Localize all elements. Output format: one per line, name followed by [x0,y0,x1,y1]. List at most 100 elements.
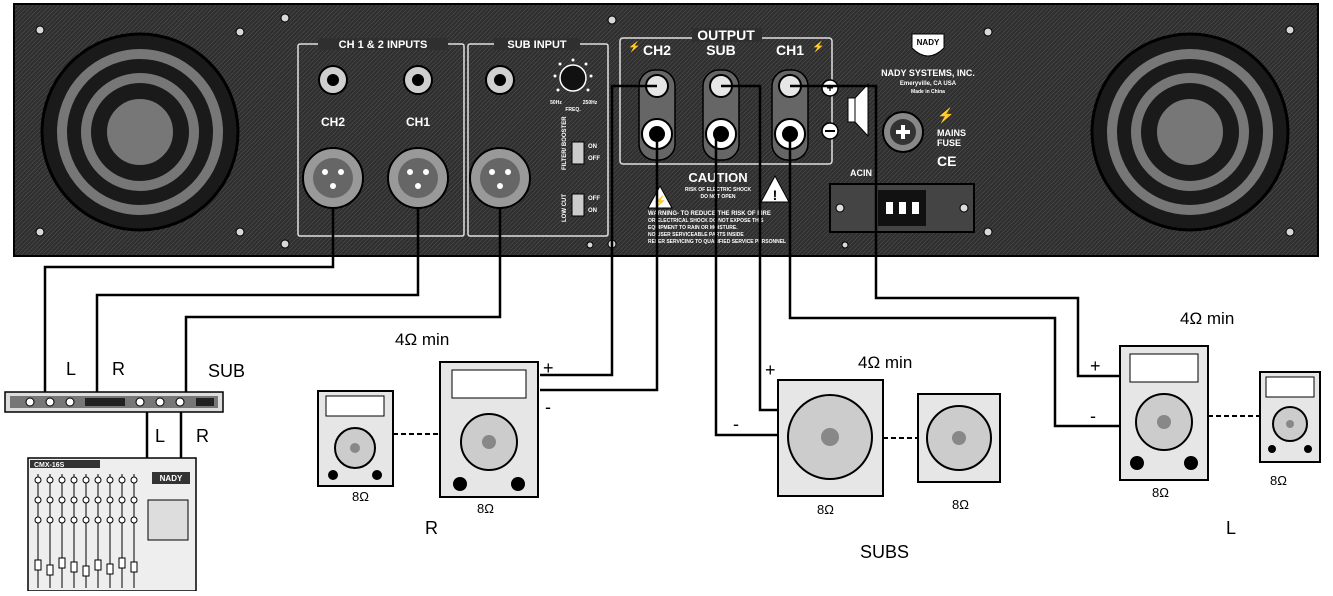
filter-on-label: ON [588,144,597,150]
processor-unit [4,391,224,413]
mains-bolt-icon: ⚡ [937,107,954,124]
svg-text:!: ! [773,187,778,203]
warning-line-4: NO USER SERVICEABLE PARTS INSIDE [648,232,744,238]
cable-ch2-to-processor-l [43,208,335,393]
inputs-title: CH 1 & 2 INPUTS [339,39,428,51]
bolt-icon-2: ⚡ [812,40,824,53]
ch1-input-label: CH1 [406,115,430,129]
brand-area: NADY NADY SYSTEMS, INC. Emeryville, CA U… [829,33,975,233]
caution-title: CAUTION [688,170,747,185]
ch12-inputs-section: CH 1 & 2 INPUTS CH2 CH1 [297,38,465,237]
sub-minus-label: - [733,414,739,434]
cable-sub-negative [714,132,778,437]
low-cut-on-label: ON [588,208,597,214]
right-min-label: 4Ω min [395,330,449,349]
freq-knob-icon[interactable] [553,58,593,92]
filter-switch[interactable] [571,141,585,165]
speaker-symbol-icon [847,82,869,138]
processor-label-r: R [112,359,125,379]
left-main-speaker-icon [1119,345,1209,481]
amplifier-rear-panel: CH 1 & 2 INPUTS CH2 CH1 [13,3,1319,257]
right-speaker-group: 4Ω min 8Ω 8Ω + - R [317,330,554,538]
bolt-icon: ⚡ [628,40,640,53]
right-side-label: R [425,518,438,538]
left-speaker-group: 4Ω min 8Ω 8Ω + - L [1090,309,1321,538]
caution-line-1: RISK OF ELECTRIC SHOCK [685,187,752,193]
sub-binding-post-icon[interactable] [702,69,740,161]
brand-name: NADY SYSTEMS, INC. [881,68,975,78]
mixer-label-l: L [155,426,165,446]
input-cables [43,208,502,458]
svg-text:+: + [826,81,833,95]
mixer-unit: CMX-16S NADY [27,457,197,592]
warning-triangle-icon [647,184,673,209]
ch2-xlr-icon[interactable] [302,147,364,209]
freq-high-label: 250Hz [583,100,598,106]
sub-extra-speaker-icon [917,393,1001,483]
mixer-model: CMX-16S [34,462,65,469]
output-ch1-label: CH1 [776,42,804,58]
warning-line-3: EQUIPMENT TO RAIN OR MOISTURE. [648,225,738,231]
sub-main-ohm: 8Ω [817,502,834,517]
ch2-input-label: CH2 [321,115,345,129]
right-fan-grille-icon [1090,32,1290,232]
caution-warning-block: ⚡ ! CAUTION RISK OF ELECTRIC SHOCK DO NO… [647,170,790,245]
sub-xlr-icon[interactable] [469,147,531,209]
left-side-label: L [1226,518,1236,538]
sub-side-label: SUBS [860,542,909,562]
output-title: OUTPUT [697,27,755,43]
cable-sub-to-processor-sub [184,208,502,393]
low-cut-switch[interactable] [571,193,585,217]
right-extra-speaker-icon [317,390,394,487]
brand-city: Emeryville, CA USA [900,81,957,87]
mounting-screws [35,13,1295,249]
sub-input-title: SUB INPUT [507,39,567,51]
left-fan-grille-icon [40,32,240,232]
cable-ch2-negative [540,134,659,392]
left-min-label: 4Ω min [1180,309,1234,328]
freq-low-label: 50Hz [550,100,562,106]
left-main-ohm: 8Ω [1152,485,1169,500]
warning-line-1: WARNING- TO REDUCE THE RISK OF FIRE [648,211,771,217]
positive-terminal-icon: + [821,79,839,97]
sub-min-label: 4Ω min [858,353,912,372]
mixer-channel-strips [34,474,189,588]
exclamation-triangle-icon [760,174,790,203]
right-main-ohm: 8Ω [477,501,494,516]
filter-label: FILTER/ BOOSTER [562,116,568,170]
nady-logo-icon [911,33,945,57]
fuse-label: FUSE [937,138,961,148]
fuse-holder-icon[interactable] [882,111,924,153]
acin-label: ACIN [850,168,872,178]
warning-line-2: OR ELECTRICAL SHOCK DO NOT EXPOSE THIS [648,218,764,224]
freq-label: FREQ. [565,107,581,113]
mixer-label-r: R [196,426,209,446]
ch1-xlr-icon[interactable] [387,147,449,209]
left-minus-label: - [1090,406,1096,426]
filter-off-label: OFF [588,156,600,162]
caution-line-2: DO NOT OPEN [700,194,735,200]
cable-ch2-positive [540,84,657,377]
mixer-logo: NADY [160,474,183,483]
brand-logo-text: NADY [917,38,940,47]
left-extra-ohm: 8Ω [1270,473,1287,488]
left-plus-label: + [1090,356,1101,376]
low-cut-label: LOW CUT [562,194,568,222]
right-minus-label: - [545,397,551,417]
sub-jack-icon[interactable] [485,65,515,95]
ch1-jack-icon[interactable] [403,65,433,95]
negative-terminal-icon [821,122,839,140]
output-ch2-label: CH2 [643,42,671,58]
ce-mark: CE [937,153,956,169]
low-cut-off-label: OFF [588,196,600,202]
sub-main-speaker-icon [777,379,884,497]
cable-ch1-to-processor-r [95,208,420,393]
ch2-jack-icon[interactable] [318,65,348,95]
mains-label: MAINS [937,128,966,138]
sub-extra-ohm: 8Ω [952,497,969,512]
right-extra-ohm: 8Ω [352,489,369,504]
ac-inlet-icon[interactable] [829,183,975,233]
output-sub-label: SUB [706,42,736,58]
processor-label-sub: SUB [208,361,245,381]
